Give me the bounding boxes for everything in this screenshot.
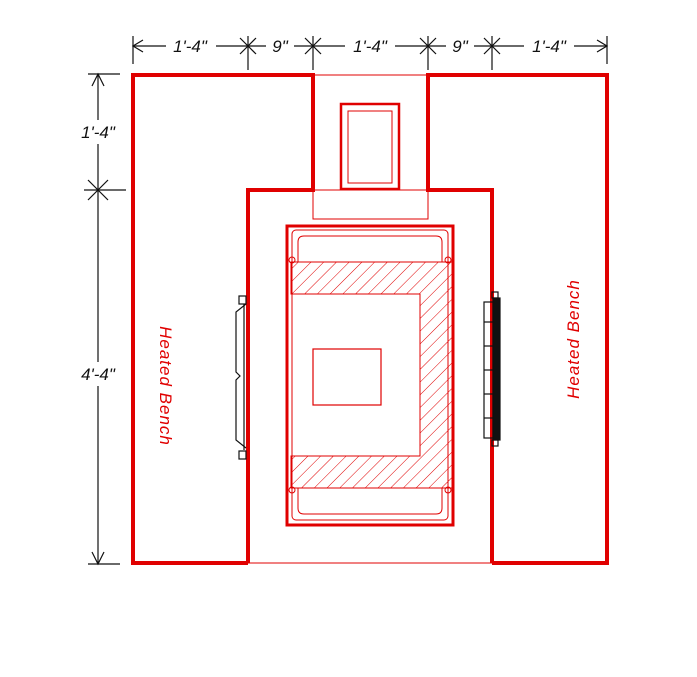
top-dimension-labels: 1'-4" 9" 1'-4" 9" 1'-4" (166, 36, 574, 56)
left-bench-label: Heated Bench (156, 326, 175, 446)
right-door-hardware (483, 291, 501, 447)
dim-top-2: 9" (272, 37, 288, 56)
stove (285, 224, 455, 527)
firebox-liner (290, 261, 454, 489)
chimney-box (339, 102, 401, 191)
dim-top-1: 1'-4" (173, 37, 208, 56)
room-outline (131, 73, 609, 565)
dim-left-1: 1'-4" (81, 123, 116, 142)
left-dimension-labels: 1'-4" 4'-4" (70, 120, 126, 386)
dim-left-2: 4'-4" (81, 365, 116, 384)
dim-top-3: 1'-4" (353, 37, 388, 56)
dim-top-5: 1'-4" (532, 37, 567, 56)
right-bench-label: Heated Bench (564, 279, 583, 399)
left-door-hardware (235, 295, 247, 460)
dim-top-4: 9" (452, 37, 468, 56)
left-dimension-chain (84, 72, 126, 566)
